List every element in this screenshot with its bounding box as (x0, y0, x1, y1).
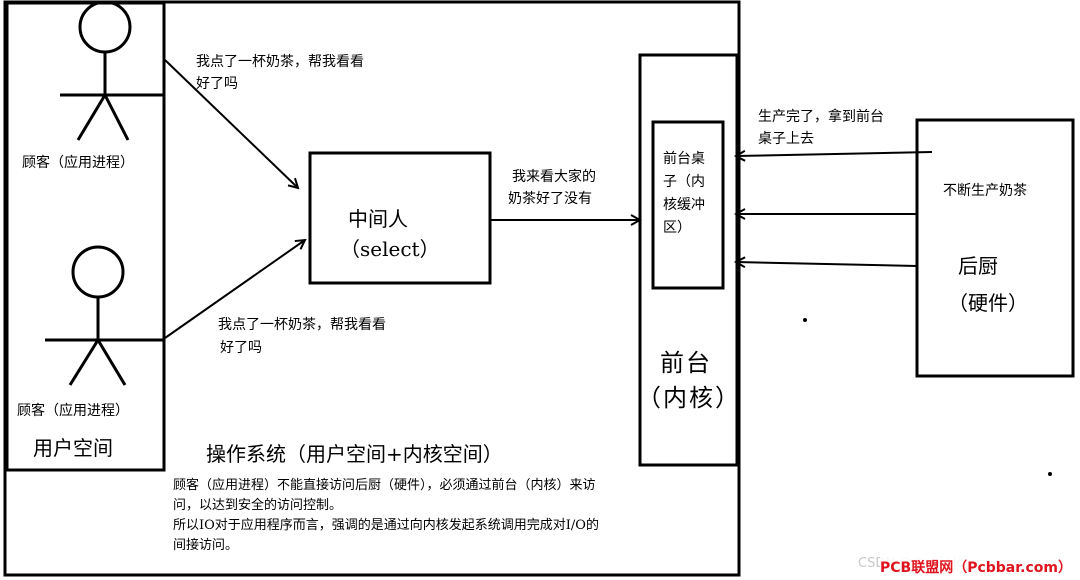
note-line2: 问，以达到安全的访问控制。 (173, 498, 343, 513)
desk-label-line2: 子（内 (663, 174, 705, 190)
user-space-box (5, 1, 166, 472)
os-frame (3, 0, 741, 577)
os-label: 操作系统（用户空间+内核空间） (206, 442, 503, 466)
kitchen-subtitle: （硬件） (948, 291, 1028, 315)
middleman-title: 中间人 (348, 207, 408, 231)
arrow-kitchen-to-desk-1 (736, 152, 933, 156)
arrow-customer-top-to-middleman (164, 59, 298, 188)
stray-dot (803, 318, 807, 322)
kitchen-title: 后厨 (958, 254, 998, 278)
desk-label-line4: 区） (663, 220, 691, 236)
watermark-brand: PCB联盟网（Pcbbar.com） (880, 557, 1072, 577)
middle-message-line1: 我来看大家的 (512, 169, 596, 185)
arrow-customer-bottom-to-middleman (164, 240, 305, 339)
message-top-line1: 我点了一杯奶茶，帮我看看 (196, 54, 364, 70)
desk-label-line3: 核缓冲 (663, 197, 705, 213)
customer-top-figure (60, 0, 165, 141)
user-space-label: 用户空间 (33, 436, 113, 460)
kitchen-message-line2: 桌子上去 (758, 131, 814, 147)
note-line3: 所以IO对于应用程序而言，强调的是通过向内核发起系统调用完成对I/O的 (173, 518, 599, 533)
note-line4: 间接访问。 (173, 538, 239, 553)
front-desk-title: 前台 (660, 349, 712, 377)
desk-label-line1: 前台桌 (663, 151, 705, 167)
arrow-kitchen-to-desk-3 (736, 262, 918, 266)
message-bottom-line1: 我点了一杯奶茶，帮我看看 (218, 317, 386, 333)
kitchen-message-line1: 生产完了，拿到前台 (758, 109, 884, 125)
middle-message-line2: 奶茶好了没有 (508, 191, 592, 207)
kitchen-box (915, 118, 1075, 378)
front-desk-subtitle: （内核） (637, 384, 741, 412)
customer-bottom-figure (45, 245, 165, 386)
customer-bottom-label: 顾客（应用进程） (17, 403, 129, 419)
customer-top-label: 顾客（应用进程） (22, 155, 134, 171)
stray-dot (1048, 472, 1052, 476)
message-top-line2: 好了吗 (196, 76, 238, 92)
middleman-subtitle: （select） (340, 237, 440, 261)
note-line1: 顾客（应用进程）不能直接访问后厨（硬件），必须通过前台（内核）来访 (173, 478, 596, 493)
kernel-buffer-box (651, 120, 725, 290)
kitchen-production-label: 不断生产奶茶 (943, 183, 1027, 199)
message-bottom-line2: 好了吗 (220, 340, 262, 356)
middleman-box (308, 151, 492, 285)
